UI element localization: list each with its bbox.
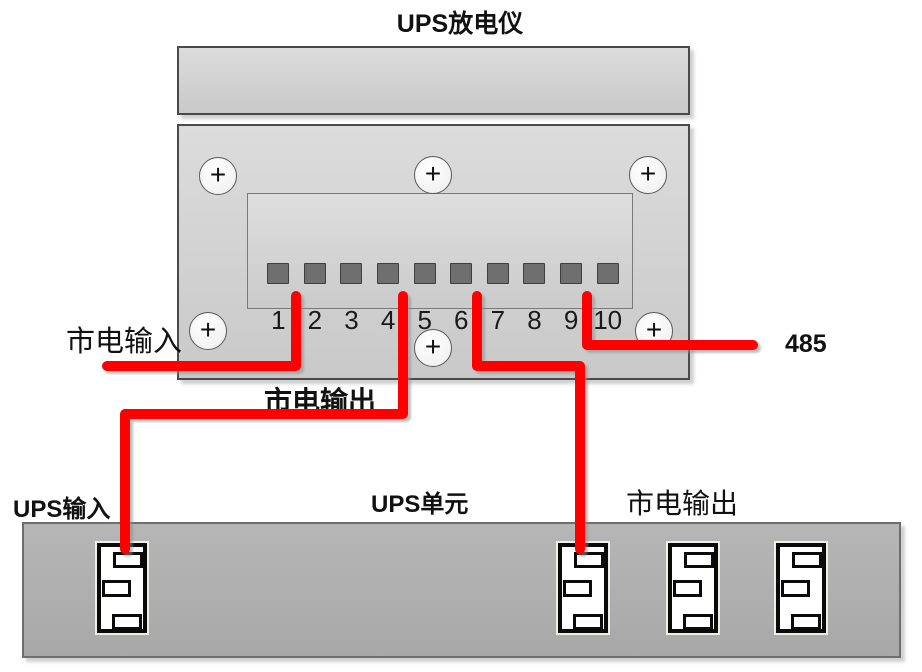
discharger-top-cover (177, 46, 690, 115)
outlet-slot-icon (113, 552, 143, 568)
screw-icon: + (414, 329, 452, 367)
outlet-slot-icon (563, 580, 592, 597)
terminal-square-5 (413, 262, 436, 284)
outlet-mains-output-3 (776, 543, 826, 633)
outlet-slot-icon (781, 580, 810, 597)
outlet-ups-input (97, 543, 147, 633)
label-ups-unit: UPS单元 (371, 491, 469, 518)
terminal-number-9: 9 (563, 305, 579, 335)
outlet-mains-output-1 (558, 543, 608, 633)
terminal-number-3: 3 (344, 305, 359, 335)
label-mains-input: 市电输入 (66, 326, 183, 358)
diagram-title: UPS放电仪 (396, 10, 524, 38)
terminal-square-6 (450, 262, 473, 284)
terminal-number-2: 2 (307, 305, 323, 335)
terminal-square-4 (377, 262, 400, 284)
screw-icon: + (199, 157, 237, 195)
outlet-slot-icon (684, 552, 714, 568)
terminal-square-2 (303, 262, 326, 284)
terminal-square-10 (596, 262, 619, 284)
outlet-slot-icon (573, 614, 603, 630)
screw-icon: + (414, 156, 452, 194)
terminal-number-4: 4 (380, 305, 396, 335)
terminal-square-1 (267, 262, 290, 284)
ups-unit-box (22, 522, 901, 658)
screw-icon: + (189, 312, 227, 350)
terminal-number-6: 6 (454, 305, 469, 335)
screw-icon: + (635, 312, 673, 350)
terminal-square-8 (523, 262, 546, 284)
label-mains-output: 市电输出 (264, 387, 377, 418)
terminal-number-10: 10 (593, 305, 623, 335)
label-mains-output-unit: 市电输出 (626, 489, 739, 520)
terminal-numbers-row: 1 2 3 4 5 6 7 8 9 10 (260, 306, 626, 334)
terminal-square-9 (560, 262, 583, 284)
outlet-slot-icon (102, 580, 131, 597)
terminal-square-3 (340, 262, 363, 284)
outlet-slot-icon (574, 552, 604, 568)
label-485: 485 (785, 330, 827, 358)
outlet-mains-output-2 (668, 543, 718, 633)
terminal-square-7 (486, 262, 509, 284)
screw-icon: + (629, 156, 667, 194)
outlet-slot-icon (683, 614, 713, 630)
outlet-slot-icon (792, 552, 822, 568)
terminal-number-5: 5 (417, 305, 432, 335)
terminal-number-7: 7 (490, 305, 506, 335)
terminal-squares-row (260, 262, 626, 284)
terminal-number-8: 8 (527, 305, 542, 335)
label-ups-input: UPS输入 (13, 496, 111, 523)
terminal-number-1: 1 (271, 305, 286, 335)
outlet-slot-icon (673, 580, 702, 597)
terminal-block (247, 193, 633, 309)
outlet-slot-icon (112, 614, 142, 630)
outlet-slot-icon (791, 614, 821, 630)
